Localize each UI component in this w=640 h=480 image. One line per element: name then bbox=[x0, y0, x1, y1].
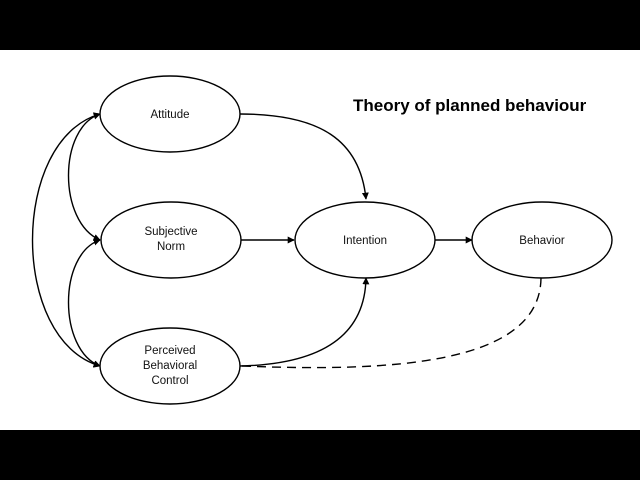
node-behavior-label: Behavior bbox=[519, 235, 565, 247]
node-pbc-label-line2: Behavioral bbox=[143, 360, 197, 372]
correlation-attitude-pbc bbox=[31, 112, 101, 368]
edge-attitude-to-intention bbox=[239, 113, 369, 200]
diagram-canvas: Theory of planned behaviour Attitude Sub… bbox=[0, 50, 640, 430]
diagram-title: Theory of planned behaviour bbox=[353, 96, 587, 115]
node-subjective-norm: Subjective Norm bbox=[100, 201, 242, 279]
node-behavior: Behavior bbox=[471, 201, 613, 279]
tpb-diagram: Theory of planned behaviour Attitude Sub… bbox=[31, 75, 613, 405]
node-subjective-norm-label-line1: Subjective bbox=[144, 226, 197, 238]
node-attitude-label: Attitude bbox=[151, 109, 190, 121]
top-letterbox-bar bbox=[0, 0, 640, 50]
node-intention: Intention bbox=[294, 201, 436, 279]
node-subjective-norm-label-line2: Norm bbox=[157, 241, 185, 253]
node-attitude: Attitude bbox=[99, 75, 241, 153]
node-pbc-label-line1: Perceived bbox=[144, 345, 195, 357]
node-perceived-behavioral-control: Perceived Behavioral Control bbox=[99, 327, 241, 405]
bottom-letterbox-bar bbox=[0, 430, 640, 480]
node-pbc-label-line3: Control bbox=[151, 375, 188, 387]
correlation-subjective-norm-pbc bbox=[67, 238, 101, 368]
edge-pbc-to-behavior-dashed bbox=[241, 277, 542, 369]
node-intention-label: Intention bbox=[343, 235, 387, 247]
correlation-attitude-subjective-norm bbox=[67, 112, 101, 241]
edge-pbc-to-intention bbox=[239, 277, 370, 367]
